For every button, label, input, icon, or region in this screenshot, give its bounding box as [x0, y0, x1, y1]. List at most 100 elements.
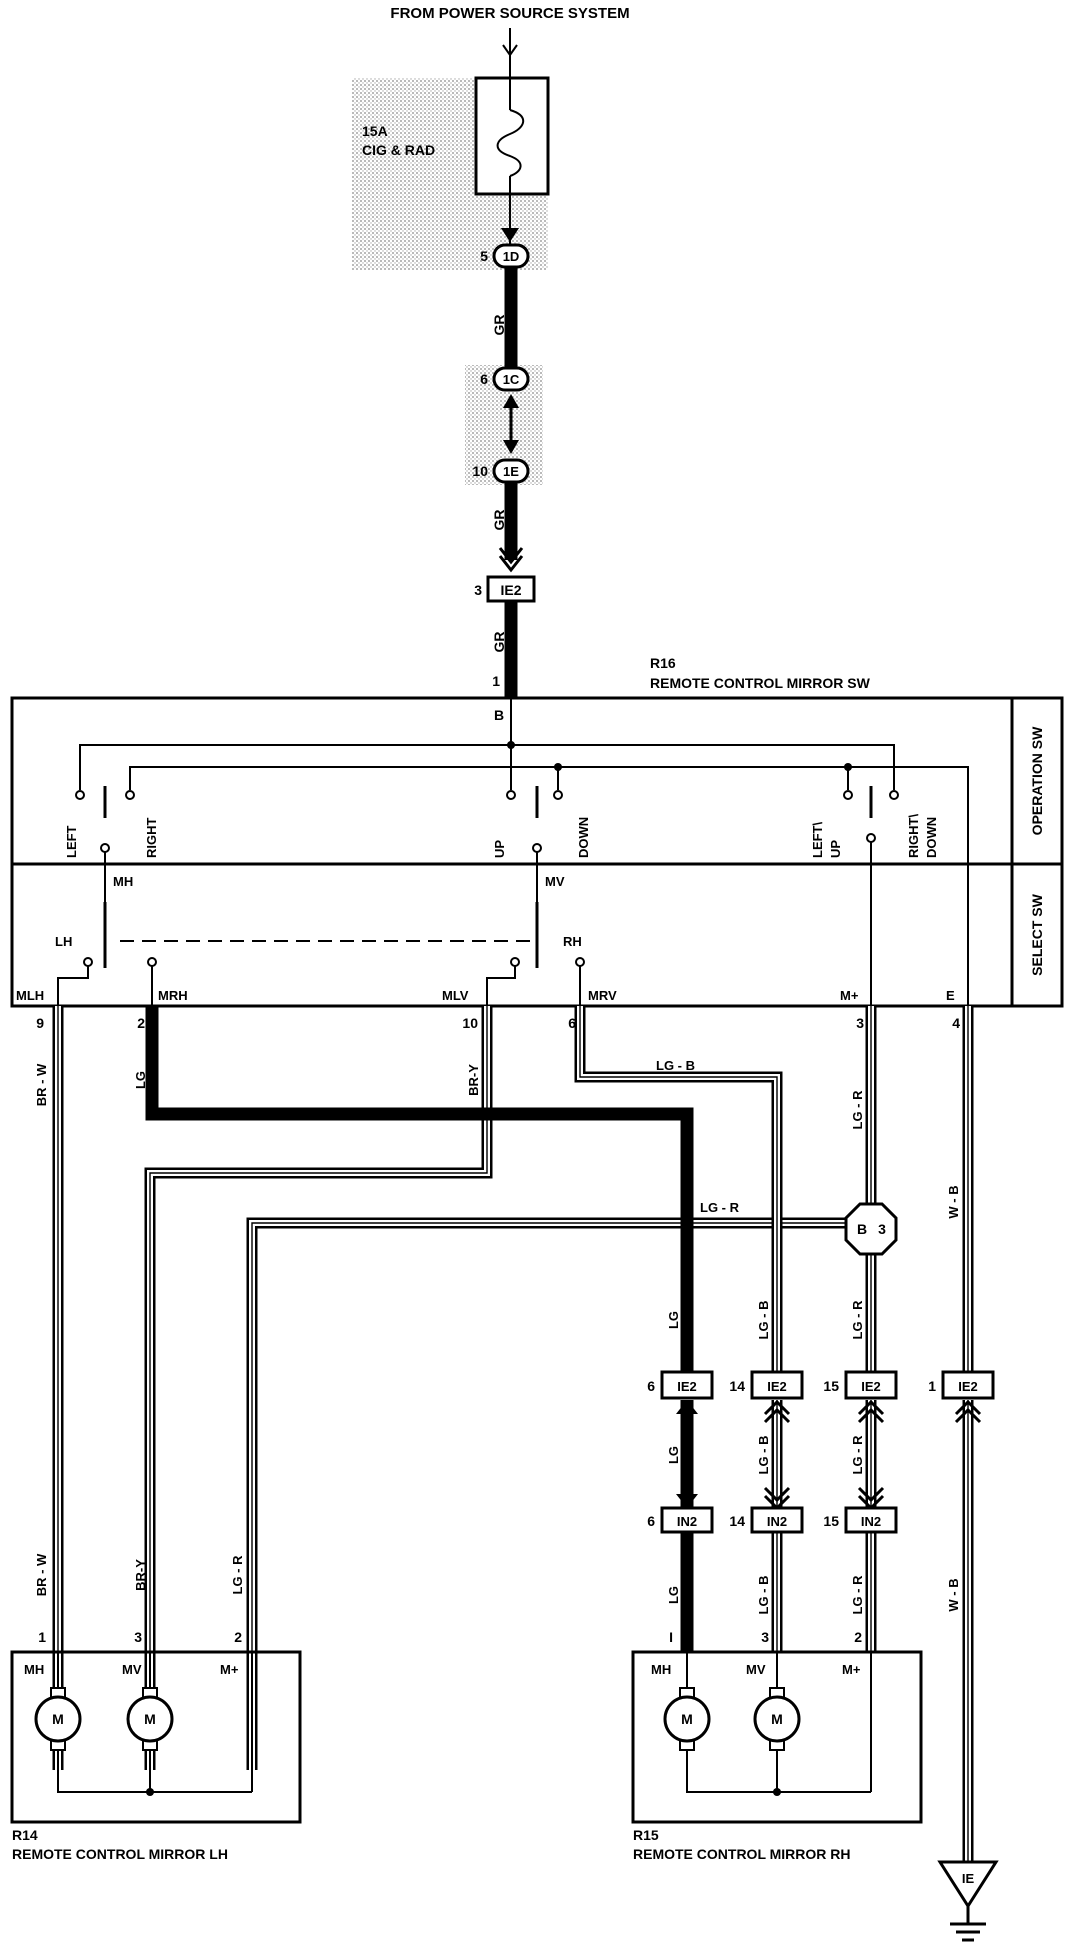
pin-mrv: 6 [568, 1015, 576, 1031]
connector-in2-14 [750, 1506, 804, 1534]
junction-b3 [844, 1202, 898, 1256]
lh-pin-3: 3 [134, 1629, 142, 1645]
ground-label: IE [962, 1871, 975, 1886]
contact-down [553, 790, 563, 800]
wire-gr-3-label: GR [491, 632, 507, 653]
label-lg-r-bot: LG - R [850, 1575, 865, 1615]
wire-lg-b [574, 1006, 783, 1372]
connector-ie2-6 [660, 1370, 714, 1400]
fuse-name: CIG & RAD [362, 142, 435, 158]
r16-name: REMOTE CONTROL MIRROR SW [650, 675, 871, 691]
r14-id: R14 [12, 1827, 38, 1843]
label-down: DOWN [576, 817, 591, 858]
contact-left-up [843, 790, 853, 800]
label-lg-r-mid: LG - R [700, 1200, 740, 1215]
arrow-to-ie2-b [498, 555, 524, 573]
link-arrow-up [503, 394, 519, 408]
arrow-to-1d [501, 228, 519, 242]
label-w-b-bot: W - B [946, 1578, 961, 1611]
rh-mh-label: MH [651, 1662, 671, 1677]
label-left-up-2: UP [828, 840, 843, 858]
label-rh: RH [563, 934, 582, 949]
connector-1e-pin: 10 [472, 463, 488, 479]
label-br-y-top: BR-Y [466, 1064, 481, 1096]
connector-ie2-top-label: IE2 [500, 582, 521, 598]
r15-name: REMOTE CONTROL MIRROR RH [633, 1846, 851, 1862]
lh-mplus-label: M+ [220, 1662, 239, 1677]
label-lg-bot: LG [666, 1586, 681, 1604]
label-br-w-low: BR - W [34, 1553, 49, 1596]
label-br-w-top: BR - W [34, 1063, 49, 1106]
r16-pin-1: 1 [492, 673, 500, 689]
connector-ie2-14-pin: 14 [729, 1378, 745, 1394]
connector-in2-15 [844, 1506, 898, 1534]
connector-ie2-6-pin: 6 [647, 1378, 655, 1394]
wire-gr-2-label: GR [491, 510, 507, 531]
arrows-ie2-in2 [676, 1399, 982, 1511]
lh-motor-mv-label: M [144, 1711, 156, 1727]
label-lg-top: LG [133, 1071, 148, 1089]
terminal-mrh: MRH [158, 988, 188, 1003]
label-w-b-top: W - B [946, 1185, 961, 1218]
wire-lg-r-left [246, 1217, 845, 1770]
contact-up [506, 790, 516, 800]
fuse-element [496, 109, 525, 177]
connector-in2-14-label: IN2 [767, 1514, 787, 1529]
rh-pin-2: 2 [854, 1629, 862, 1645]
label-mv: MV [545, 874, 565, 889]
e-bus [129, 766, 969, 1006]
input-arrow [502, 44, 518, 57]
label-lg-b-mid: LG - B [756, 1301, 771, 1340]
operation-sw-label: OPERATION SW [1029, 726, 1045, 835]
rh-motor-mh [663, 1687, 711, 1751]
r15-id: R15 [633, 1827, 659, 1843]
contact-rh-left [147, 957, 157, 967]
contact-right-down [889, 790, 899, 800]
rh-mv-label: MV [746, 1662, 766, 1677]
label-right-down-2: DOWN [924, 817, 939, 858]
connector-ie2-1 [941, 1370, 995, 1400]
rh-mplus-label: M+ [842, 1662, 861, 1677]
mlh-lead [57, 966, 89, 1006]
pin-mlh: 9 [36, 1015, 44, 1031]
arrow-to-ie2-a [498, 547, 524, 565]
mplus-pivot [866, 833, 876, 843]
label-lg-b-top: LG - B [656, 1058, 695, 1073]
pin-mrh: 2 [137, 1015, 145, 1031]
label-up: UP [492, 840, 507, 858]
label-left: LEFT [64, 825, 79, 858]
label-left-up-1: LEFT\ [810, 822, 825, 858]
connector-ie2-15-pin: 15 [823, 1378, 839, 1394]
power-source-label: FROM POWER SOURCE SYSTEM [390, 5, 629, 22]
lh-mh-label: MH [24, 1662, 44, 1677]
label-br-y-low: BR-Y [133, 1559, 148, 1591]
terminal-b: B [494, 707, 504, 723]
ground-triangle [937, 1860, 999, 1909]
terminal-mlv: MLV [442, 988, 469, 1003]
link-arrow-down [503, 440, 519, 454]
lh-motor-mv [126, 1687, 174, 1751]
junction-label-a: B [857, 1221, 867, 1237]
label-lh: LH [55, 934, 72, 949]
contact-lh-right [510, 957, 520, 967]
connector-1c [492, 366, 530, 392]
label-lg-r-top: LG - R [850, 1090, 865, 1130]
wire-br-y [144, 1006, 493, 1770]
contact-right [125, 790, 135, 800]
connector-1d-pin: 5 [480, 248, 488, 264]
connector-1c-pin: 6 [480, 371, 488, 387]
connector-in2-6-label: IN2 [677, 1514, 697, 1529]
lh-pin-1: 1 [38, 1629, 46, 1645]
terminal-e: E [946, 988, 955, 1003]
label-right: RIGHT [144, 818, 159, 859]
junction-label-b: 3 [878, 1221, 886, 1237]
pin-e: 4 [952, 1015, 960, 1031]
wire-lg [145, 1006, 694, 1372]
connector-1e-label: 1E [503, 464, 519, 479]
label-lg-b-bot: LG - B [756, 1576, 771, 1615]
r14-name: REMOTE CONTROL MIRROR LH [12, 1846, 228, 1862]
rh-motor-mh-label: M [681, 1711, 693, 1727]
pin-mlv: 10 [462, 1015, 478, 1031]
connector-ie2-15-label: IE2 [861, 1379, 881, 1394]
